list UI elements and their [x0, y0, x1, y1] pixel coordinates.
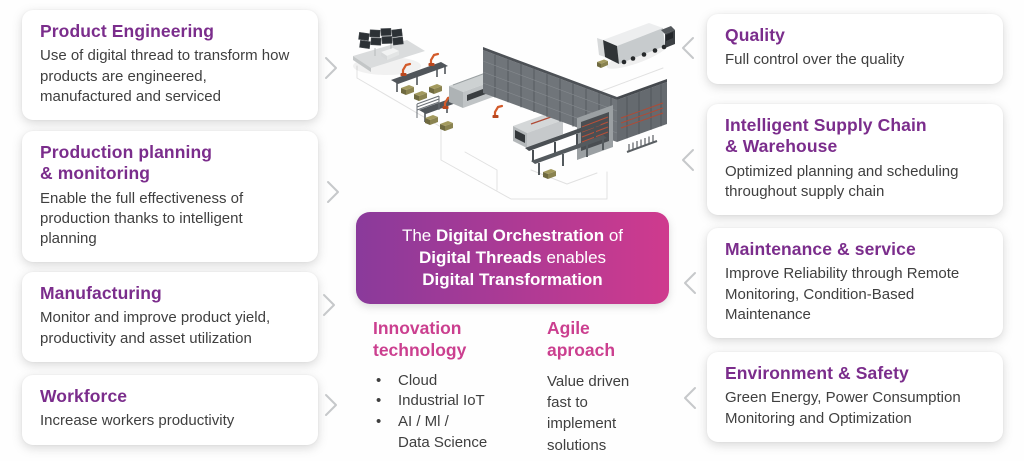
pallet-boxes: [425, 115, 453, 131]
pallet-boxes: [401, 84, 442, 101]
card-body: Improve Reliability through Remote Monit…: [725, 265, 960, 323]
robot-arm: [428, 52, 440, 66]
card-title: Quality: [725, 25, 786, 45]
card-title: Product Engineering: [40, 21, 214, 41]
bullet-icon: •: [376, 413, 382, 431]
card-body: Full control over the quality: [725, 51, 905, 69]
banner-line: Digital Threads enables: [418, 248, 607, 267]
section-title: Agile aproach: [547, 318, 616, 360]
card-body: Enable the full effectiveness of product…: [40, 189, 244, 248]
bullet-icon: •: [376, 392, 382, 410]
bullet-item: • AI / Ml / Data Science: [373, 412, 541, 453]
section-body: Value driven fast to implement solutions: [547, 372, 630, 454]
card-body: Increase workers productivity: [40, 412, 235, 430]
chevron-right-icon: [325, 57, 337, 79]
card-title: Maintenance & service: [725, 239, 916, 259]
chevron-right-icon: [327, 181, 339, 203]
bullet-item: • Industrial IoT: [373, 391, 541, 412]
card-maintenance-service: Maintenance & service Improve Reliabilit…: [707, 228, 1003, 339]
pallet-boxes: [543, 169, 556, 179]
chevron-left-icon: [682, 37, 694, 59]
machine-right: [513, 113, 563, 148]
banner-line: The Digital Orchestration of: [401, 226, 624, 245]
card-product-engineering: Product Engineering Use of digital threa…: [22, 10, 318, 121]
agile-aproach-section: Agile aproach Value driven fast to imple…: [547, 318, 672, 456]
card-title: Workforce: [40, 386, 128, 406]
conveyor-a: [391, 62, 448, 92]
comb-rack: [626, 135, 658, 153]
banner-line: Digital Transformation: [422, 270, 603, 289]
card-title: Production planning & monitoring: [40, 142, 213, 184]
card-workforce: Workforce Increase workers productivity: [22, 375, 318, 445]
card-body: Monitor and improve product yield, produ…: [40, 309, 271, 347]
card-body: Green Energy, Power Consumption Monitori…: [725, 389, 961, 427]
chevron-left-icon: [682, 149, 694, 171]
smart-factory-illustration: [353, 23, 675, 200]
card-body: Optimized planning and scheduling throug…: [725, 162, 959, 200]
card-title: Intelligent Supply Chain & Warehouse: [725, 115, 927, 157]
chevron-left-icon: [684, 387, 696, 409]
screens: [358, 28, 404, 49]
robot-arm: [400, 62, 412, 76]
card-manufacturing: Manufacturing Monitor and improve produc…: [22, 272, 318, 362]
chevron-left-icon: [684, 272, 696, 294]
control-desk: [381, 48, 399, 60]
chevron-right-icon: [325, 394, 337, 416]
pallet-boxes: [597, 59, 608, 68]
card-quality: Quality Full control over the quality: [707, 14, 1003, 84]
digital-orchestration-banner: The Digital Orchestration of Digital Thr…: [356, 212, 669, 304]
robot-arm: [492, 104, 504, 118]
card-title: Manufacturing: [40, 283, 162, 303]
card-environment-safety: Environment & Safety Green Energy, Power…: [707, 352, 1003, 442]
rail-fence: [416, 95, 440, 118]
bullet-icon: •: [376, 371, 382, 389]
rack-wall-return: [617, 79, 667, 142]
card-production-planning: Production planning & monitoring Enable …: [22, 131, 318, 263]
card-intelligent-supply-chain: Intelligent Supply Chain & Warehouse Opt…: [707, 104, 1003, 216]
truck: [597, 23, 675, 69]
chevron-right-icon: [323, 294, 335, 316]
section-title: Innovation technology: [373, 318, 467, 360]
bullet-item: • Cloud: [373, 371, 541, 392]
card-title: Environment & Safety: [725, 363, 909, 383]
monitor-wall: [353, 28, 425, 75]
card-body: Use of digital thread to transform how p…: [40, 47, 290, 105]
innovation-technology-section: Innovation technology • Cloud • Industri…: [373, 318, 541, 454]
bottom-conveyors: [525, 122, 607, 175]
